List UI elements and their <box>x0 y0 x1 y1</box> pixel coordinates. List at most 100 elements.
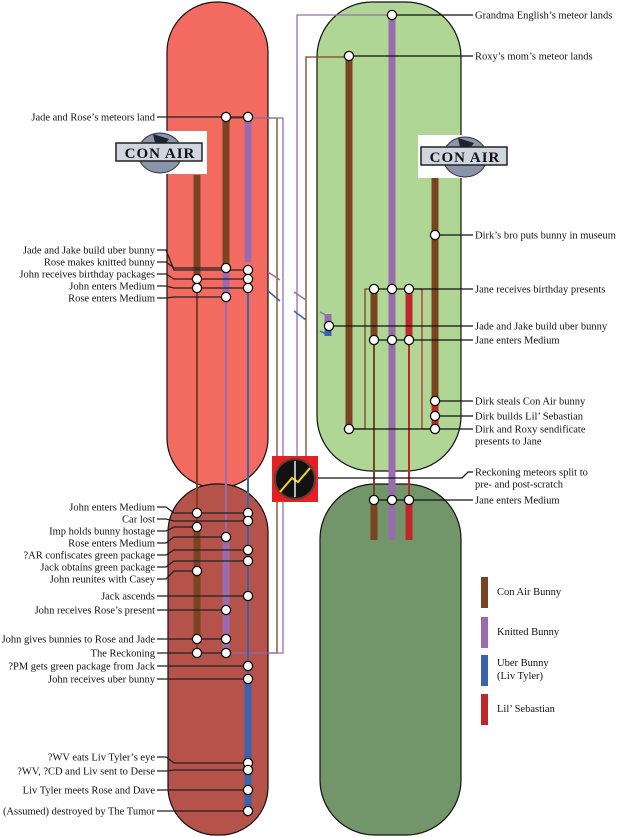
legend-swatch <box>481 577 488 608</box>
event-label: Liv Tyler meets Rose and Dave <box>23 786 156 797</box>
event-label: John enters Medium <box>69 503 155 514</box>
legend-label: Con Air Bunny <box>497 587 562 598</box>
event-node <box>343 50 355 62</box>
event-row: The Reckoning <box>91 647 232 660</box>
event-label: Jack ascends <box>101 592 155 603</box>
event-row: Liv Tyler meets Rose and Dave <box>23 784 254 797</box>
event-node <box>242 544 254 556</box>
legend-swatch <box>481 617 488 648</box>
event-label: ?WV eats Liv Tyler’s eye <box>48 753 155 764</box>
event-label: Dirk steals Con Air bunny <box>475 397 586 408</box>
event-node <box>242 282 254 294</box>
reckoning-icon <box>272 456 318 502</box>
event-label: Imp holds bunny hostage <box>49 527 155 538</box>
event-node <box>220 291 232 303</box>
event-label: Jack obtains green package <box>40 563 155 574</box>
event-row: Jade and Jake build uber bunny <box>23 246 254 276</box>
event-node <box>191 647 203 659</box>
event-row: Car lost <box>122 515 254 527</box>
event-label: Car lost <box>122 515 155 526</box>
event-node <box>242 515 254 527</box>
con-air-logo: CON AIR <box>418 135 512 178</box>
event-label: Reckoning meteors split to <box>475 468 588 479</box>
event-leader-line <box>318 471 473 479</box>
event-label: ?PM gets green package from Jack <box>8 662 155 673</box>
event-node <box>220 531 232 543</box>
con-air-logo-text: CON AIR <box>125 146 196 162</box>
event-node <box>242 673 254 685</box>
event-label: Jade and Rose’s meteors land <box>31 113 155 124</box>
event-label: Jade and Jake build uber bunny <box>23 246 156 257</box>
grandma-meteor-path <box>296 14 392 500</box>
event-row: Jade and Jake build uber bunny <box>323 320 608 333</box>
eagle-icon <box>458 138 474 147</box>
uber-bunny-transit-dash <box>267 271 281 281</box>
event-node <box>242 590 254 602</box>
event-label: ?AR confiscates green package <box>24 551 156 562</box>
event-label: Dirk and Roxy sendificate <box>475 425 586 436</box>
event-node <box>429 423 441 435</box>
event-row: Roxy’s mom’s meteor lands <box>343 50 593 63</box>
event-row: John enters Medium <box>69 503 254 519</box>
event-node <box>429 229 441 241</box>
event-node <box>242 264 254 276</box>
event-row: John reunites with Casey <box>50 565 203 586</box>
event-row: Rose makes knitted bunny <box>44 258 232 274</box>
event-row: Dirk’s bro puts bunny in museum <box>429 229 616 242</box>
event-node <box>191 633 203 645</box>
event-node <box>403 334 415 346</box>
event-row: Rose enters Medium <box>68 291 232 305</box>
event-label: (Assumed) destroyed by The Tumor <box>3 807 156 818</box>
legend-item: Lil’ Sebastian <box>481 694 556 725</box>
event-label: John enters Medium <box>69 282 155 293</box>
event-row: Dirk builds Lil’ Sebastian <box>429 410 584 423</box>
event-leader-line <box>157 570 197 580</box>
event-label: Grandma English’s meteor lands <box>475 11 612 22</box>
event-node <box>191 282 203 294</box>
event-node <box>429 410 441 422</box>
uber-bunny-transit-dash <box>319 311 329 317</box>
event-node <box>386 494 398 506</box>
event-label-line2: pre- and post-scratch <box>475 480 564 491</box>
uber-bunny-transit-dash <box>293 310 307 321</box>
event-node <box>191 273 203 285</box>
event-node <box>368 283 380 295</box>
event-node <box>220 647 232 659</box>
event-leader-line <box>157 756 248 764</box>
event-node <box>220 111 232 123</box>
legend-item: Uber Bunny(Liv Tyler) <box>481 655 549 686</box>
event-node <box>429 395 441 407</box>
event-node <box>191 565 203 577</box>
event-leader-line <box>157 536 226 544</box>
event-row: Jade and Rose’s meteors land <box>31 111 254 124</box>
event-node <box>386 9 398 21</box>
uber-bunny-transit-dash <box>293 291 307 301</box>
knitted-meteor-path <box>226 117 284 654</box>
con-air-logo: CON AIR <box>113 131 207 174</box>
legend-label-line2: (Liv Tyler) <box>497 671 544 682</box>
event-row: John receives uber bunny <box>48 673 254 686</box>
event-leader-line <box>157 506 248 514</box>
event-node <box>220 262 232 274</box>
event-label: John receives uber bunny <box>48 675 156 686</box>
event-row: Jack ascends <box>101 590 254 603</box>
event-node <box>368 334 380 346</box>
event-node <box>386 283 398 295</box>
event-row: Rose enters Medium <box>68 531 232 550</box>
event-row: John enters Medium <box>69 282 254 294</box>
event-row: Jane enters Medium <box>368 494 560 507</box>
event-row: ?AR confiscates green package <box>24 544 254 562</box>
event-label: Dirk builds Lil’ Sebastian <box>475 412 584 423</box>
event-label: Roxy’s mom’s meteor lands <box>475 52 593 63</box>
event-node <box>242 555 254 567</box>
legend-label: Lil’ Sebastian <box>497 704 556 715</box>
event-label: John reunites with Casey <box>50 575 156 586</box>
event-node <box>386 334 398 346</box>
event-node <box>343 423 355 435</box>
eagle-icon <box>153 134 169 143</box>
event-node <box>191 507 203 519</box>
event-leader-line <box>157 518 248 522</box>
event-label: Jade and Jake build uber bunny <box>475 322 608 333</box>
